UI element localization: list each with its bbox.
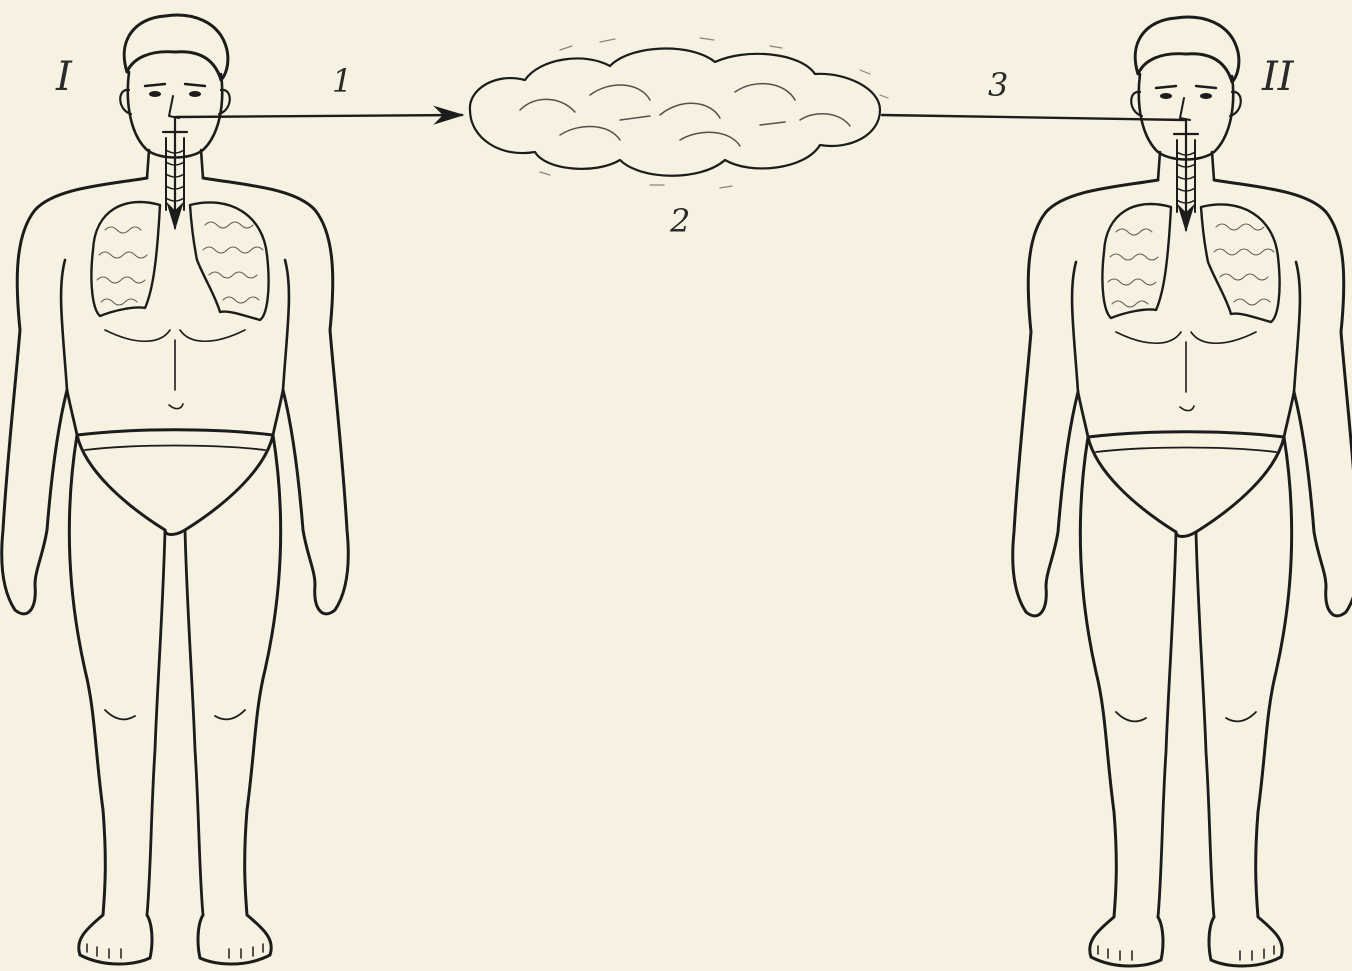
label-exhale-arrow: 1 <box>332 62 352 100</box>
label-cloud: 2 <box>669 202 690 240</box>
label-person-right: II <box>1261 54 1295 100</box>
label-inhale-arrow: 3 <box>988 66 1008 104</box>
label-person-left: I <box>55 54 73 100</box>
person-right-figure <box>1013 17 1352 966</box>
droplet-cloud <box>470 38 888 188</box>
person-left-figure <box>2 15 349 964</box>
